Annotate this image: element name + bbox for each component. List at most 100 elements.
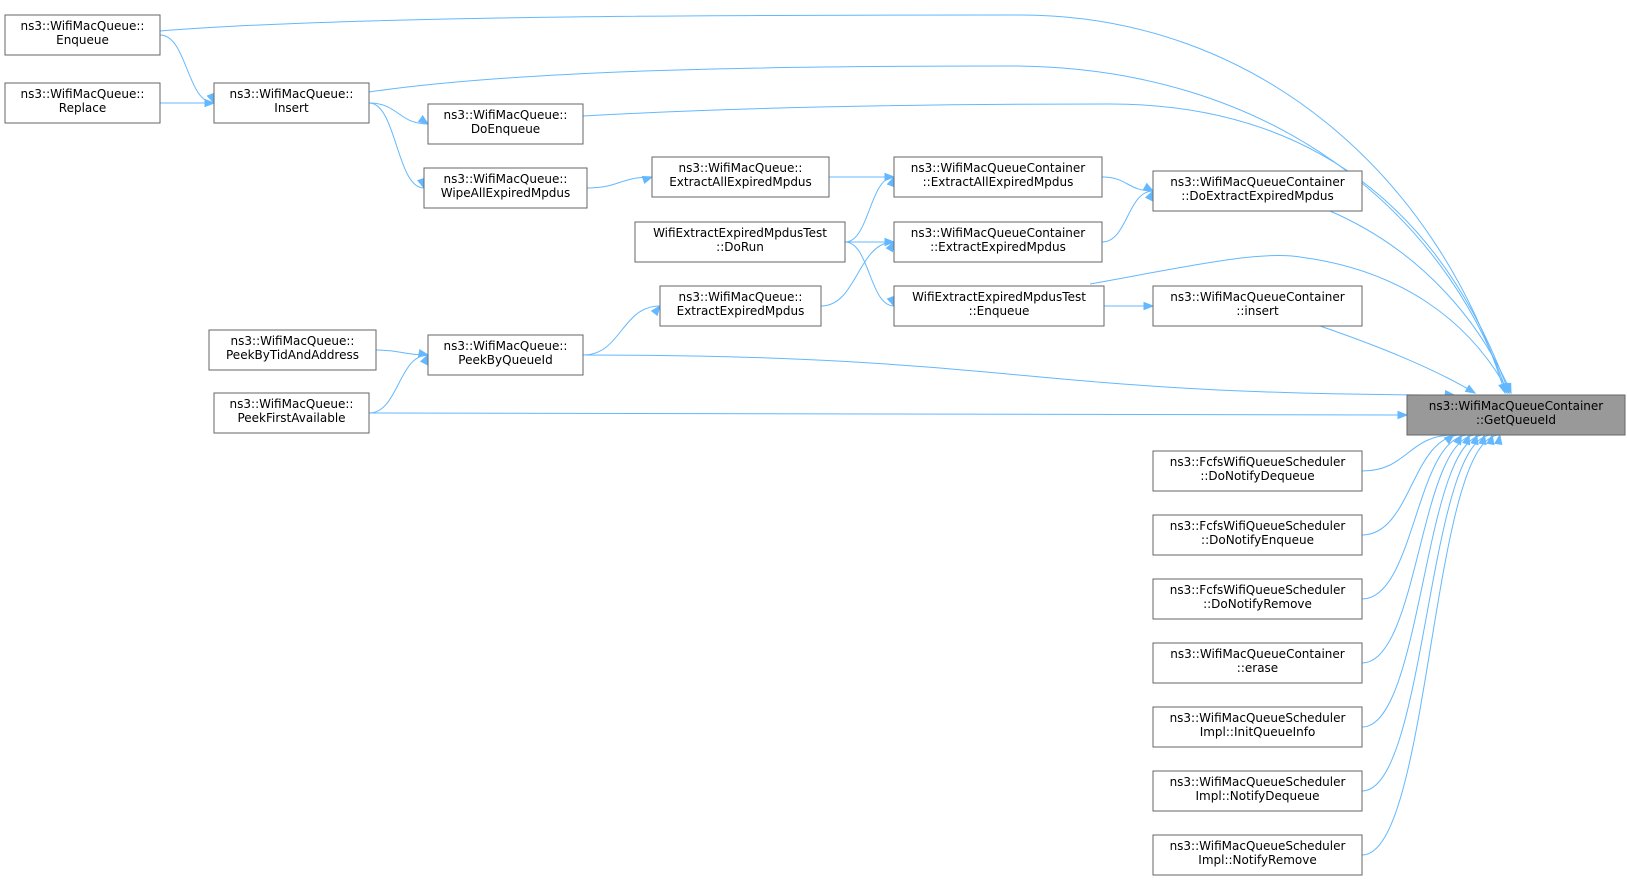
node-c-extract[interactable]: ns3::WifiMacQueueContainer::ExtractExpir… [893,221,1103,263]
arrowhead-icon [1143,301,1155,311]
edge-line [582,103,1510,394]
node-test-enqueue[interactable]: WifiExtractExpiredMpdusTest::Enqueue [893,285,1105,327]
edge-line [368,102,429,125]
node-label: PeekByQueueId [458,353,552,367]
edge-c-extract-to-c-doextract [1101,189,1154,243]
node-fcfs-rem[interactable]: ns3::FcfsWifiQueueScheduler::DoNotifyRem… [1152,578,1363,620]
node-label: ns3::WifiMacQueue:: [444,339,568,353]
edge-c-extractall-to-c-doextract [1101,176,1155,192]
edge-peekbytid-to-peekbyqid [375,349,430,358]
node-box [651,156,830,198]
node-box [1152,706,1363,748]
edge-enqueue-to-insert [159,34,215,105]
edge-line [844,241,895,307]
arrowhead-icon [1494,433,1503,446]
arrowhead-icon [1142,182,1155,192]
node-c-insert[interactable]: ns3::WifiMacQueueContainer::insert [1152,285,1363,327]
node-box [213,82,370,124]
node-label: Insert [274,101,309,115]
node-label: Impl::NotifyRemove [1198,853,1316,867]
node-c-erase[interactable]: ns3::WifiMacQueueContainer::erase [1152,642,1363,684]
node-label: ::ExtractExpiredMpdus [930,240,1066,254]
edge-line [368,102,425,189]
edge-q-extractall-to-c-extractall [828,172,896,182]
node-label: ::DoNotifyRemove [1203,597,1312,611]
node-label: ::Enqueue [969,304,1030,318]
node-box [1152,770,1363,812]
node-c-doextract[interactable]: ns3::WifiMacQueueContainer::DoExtractExp… [1152,170,1363,212]
node-enqueue[interactable]: ns3::WifiMacQueue::Enqueue [4,14,161,56]
node-peekbytid[interactable]: ns3::WifiMacQueue::PeekByTidAndAddress [208,329,377,371]
node-label: ::DoExtractExpiredMpdus [1181,189,1333,203]
edge-line [1361,434,1462,536]
node-sched-deq[interactable]: ns3::WifiMacQueueSchedulerImpl::NotifyDe… [1152,770,1363,812]
node-peekfirst[interactable]: ns3::WifiMacQueue::PeekFirstAvailable [213,392,370,434]
node-c-extractall[interactable]: ns3::WifiMacQueueContainer::ExtractAllEx… [893,156,1103,198]
edge-c-insert-to-target [1319,325,1477,394]
edge-line [159,14,1506,394]
node-label: ::ExtractAllExpiredMpdus [923,175,1074,189]
node-label: ns3::FcfsWifiQueueScheduler [1170,519,1346,533]
arrowhead-icon [204,98,216,108]
edge-replace-to-insert [160,98,216,108]
node-box [893,156,1103,198]
node-label: ::DoRun [716,240,764,254]
edge-test-enqueue-to-target [1089,254,1510,395]
node-fcfs-deq[interactable]: ns3::FcfsWifiQueueScheduler::DoNotifyDeq… [1152,450,1363,492]
node-box [208,329,377,371]
node-label: Enqueue [56,33,109,47]
node-box [659,285,822,327]
node-replace[interactable]: ns3::WifiMacQueue::Replace [4,82,161,124]
node-fcfs-enq[interactable]: ns3::FcfsWifiQueueScheduler::DoNotifyEnq… [1152,514,1363,556]
arrowhead-icon [1397,410,1409,420]
edge-line [1361,434,1485,728]
edge-sched-init-to-target [1361,433,1487,728]
node-label: ns3::WifiMacQueueContainer [1170,290,1345,304]
node-box [4,82,161,124]
arrowhead-icon [417,115,430,125]
edge-test-enqueue-to-c-insert [1104,301,1155,311]
edge-peekbyqid-to-q-extract [582,304,661,356]
node-label: ns3::WifiMacQueue:: [230,397,354,411]
node-label: Impl::InitQueueInfo [1200,725,1316,739]
node-label: DoEnqueue [471,122,540,136]
edge-line [1361,434,1470,600]
node-box [427,103,584,145]
node-label: ns3::WifiMacQueue:: [21,87,145,101]
edge-sched-rem-to-target [1361,433,1503,856]
edge-line [1361,434,1500,856]
edge-line [820,241,895,307]
node-q-extract[interactable]: ns3::WifiMacQueue::ExtractExpiredMpdus [659,285,822,327]
node-layer: ns3::WifiMacQueueContainer::GetQueueIdns… [4,14,1626,876]
node-label: WipeAllExpiredMpdus [441,186,571,200]
node-label: ns3::FcfsWifiQueueScheduler [1170,455,1346,469]
node-insert[interactable]: ns3::WifiMacQueue::Insert [213,82,370,124]
node-label: ns3::WifiMacQueue:: [679,161,803,175]
edge-line [368,354,429,414]
node-box [213,392,370,434]
node-wipe[interactable]: ns3::WifiMacQueue::WipeAllExpiredMpdus [423,167,588,209]
node-q-extractall[interactable]: ns3::WifiMacQueue::ExtractAllExpiredMpdu… [651,156,830,198]
node-label: ns3::WifiMacQueueContainer [1170,175,1345,189]
node-peekbyqid[interactable]: ns3::WifiMacQueue::PeekByQueueId [427,334,584,376]
node-doenqueue[interactable]: ns3::WifiMacQueue::DoEnqueue [427,103,584,145]
edge-line [368,412,1408,416]
node-sched-rem[interactable]: ns3::WifiMacQueueSchedulerImpl::NotifyRe… [1152,834,1363,876]
edge-line [586,176,653,189]
edge-insert-to-wipe [368,102,426,190]
node-box [1152,578,1363,620]
arrowhead-icon [1443,434,1455,445]
edge-test-dorun-to-test-enqueue [844,241,895,308]
node-box [1152,834,1363,876]
edge-line [1361,434,1493,792]
edge-line [1361,434,1477,664]
node-label: ns3::WifiMacQueue:: [21,19,145,33]
node-box [1152,514,1363,556]
node-label: ns3::WifiMacQueueScheduler [1170,775,1346,789]
node-label: ::DoNotifyDequeue [1200,469,1314,483]
node-test-dorun[interactable]: WifiExtractExpiredMpdusTest::DoRun [634,221,846,263]
arrowhead-icon [641,176,654,185]
node-sched-init[interactable]: ns3::WifiMacQueueSchedulerImpl::InitQueu… [1152,706,1363,748]
arrowhead-icon [885,240,895,253]
node-box [893,285,1105,327]
